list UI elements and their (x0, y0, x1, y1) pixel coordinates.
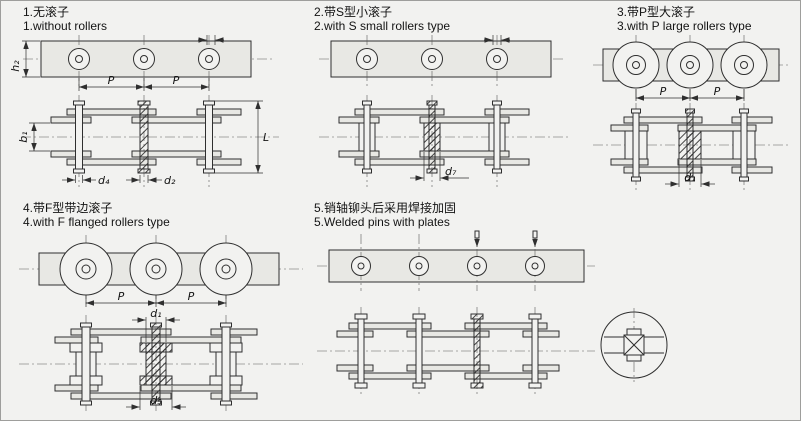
dim-label-d4: d₄ (98, 174, 110, 187)
dimension-d4-d2: d₄ d₂ (62, 174, 176, 187)
section-1-drawing: h₂ P P (9, 35, 279, 187)
dimension-pitch: P P (635, 85, 745, 101)
section-3-drawing: P P (593, 35, 791, 191)
section-1-without-rollers: 1.无滚子 1.without rollers (9, 5, 307, 197)
dim-label-p1: P (108, 74, 115, 87)
section-4-drawing: P P (19, 235, 303, 411)
side-view (317, 230, 595, 291)
side-view: P P (19, 235, 303, 307)
dim-label-d2: d₂ (164, 174, 176, 187)
dimension-d7: d₇ (410, 152, 469, 181)
dim-label-p1: P (118, 290, 125, 303)
dim-label-p2: P (714, 85, 721, 98)
section-4-title-en: 4.with F flanged rollers type (23, 215, 170, 229)
dimension-plate-thickness (484, 35, 510, 45)
dimension-pitch: P P (78, 74, 210, 91)
dimension-d5: d₅ (126, 386, 186, 410)
section-3-title-zh: 3.带P型大滚子 (617, 5, 696, 19)
dimension-plate-thickness (198, 35, 224, 45)
weld-pin-symbol (474, 230, 480, 247)
section-2-small-rollers: 2.带S型小滚子 2.with S small rollers type (309, 5, 593, 197)
dimension-L: L (215, 100, 269, 174)
dim-label-d1: d₁ (684, 171, 695, 184)
plan-view: d₇ (319, 95, 571, 187)
dim-label-p2: P (188, 290, 195, 303)
weld-pin-symbol (532, 230, 538, 247)
section-5-welded-pins: 5.销轴铆头后采用焊接加固 5.Welded pins with plates (309, 201, 603, 416)
section-4-title-zh: 4.带F型带边滚子 (23, 201, 113, 215)
dim-label-L: L (263, 131, 269, 144)
side-view: h₂ P P (9, 35, 275, 91)
dim-label-p1: P (660, 85, 667, 98)
section-2-title-en: 2.with S small rollers type (314, 19, 451, 33)
dim-label-d1: d₁ (150, 307, 161, 320)
plan-view: d₁ (593, 103, 791, 191)
side-view (319, 35, 565, 89)
dimension-b1: b₁ (17, 122, 50, 152)
section-5-title-zh: 5.销轴铆头后采用焊接加固 (314, 201, 457, 215)
section-4-flanged-rollers: 4.带F型带边滚子 4.with F flanged rollers type (11, 201, 313, 416)
dimension-d1: d₁ (665, 160, 715, 187)
section-3-large-rollers: 3.带P型大滚子 3.with P large rollers type (589, 5, 797, 197)
weld-detail-circle (600, 308, 668, 382)
dim-label-d7: d₇ (445, 165, 457, 178)
dim-label-p2: P (173, 74, 180, 87)
plan-view: b₁ L d₄ d₂ (17, 95, 279, 187)
dim-label-h2: h₂ (9, 60, 22, 72)
dimension-pitch: P P (85, 290, 227, 307)
plan-view: d₁ d₅ (19, 307, 303, 411)
dimension-h2: h₂ (9, 40, 40, 78)
section-1-title-zh: 1.无滚子 (23, 5, 70, 19)
dimension-d1: d₁ (132, 307, 180, 342)
dim-label-b1: b₁ (17, 131, 30, 142)
side-view: P P (593, 35, 789, 101)
plan-view (317, 307, 595, 395)
section-3-title-en: 3.with P large rollers type (617, 19, 752, 33)
dim-label-d5: d₅ (150, 394, 161, 407)
section-2-drawing: d₇ (319, 35, 571, 187)
section-5-title-en: 5.Welded pins with plates (314, 215, 450, 229)
section-2-title-zh: 2.带S型小滚子 (314, 5, 393, 19)
section-1-title-en: 1.without rollers (23, 19, 108, 33)
section-5-drawing (317, 230, 595, 395)
